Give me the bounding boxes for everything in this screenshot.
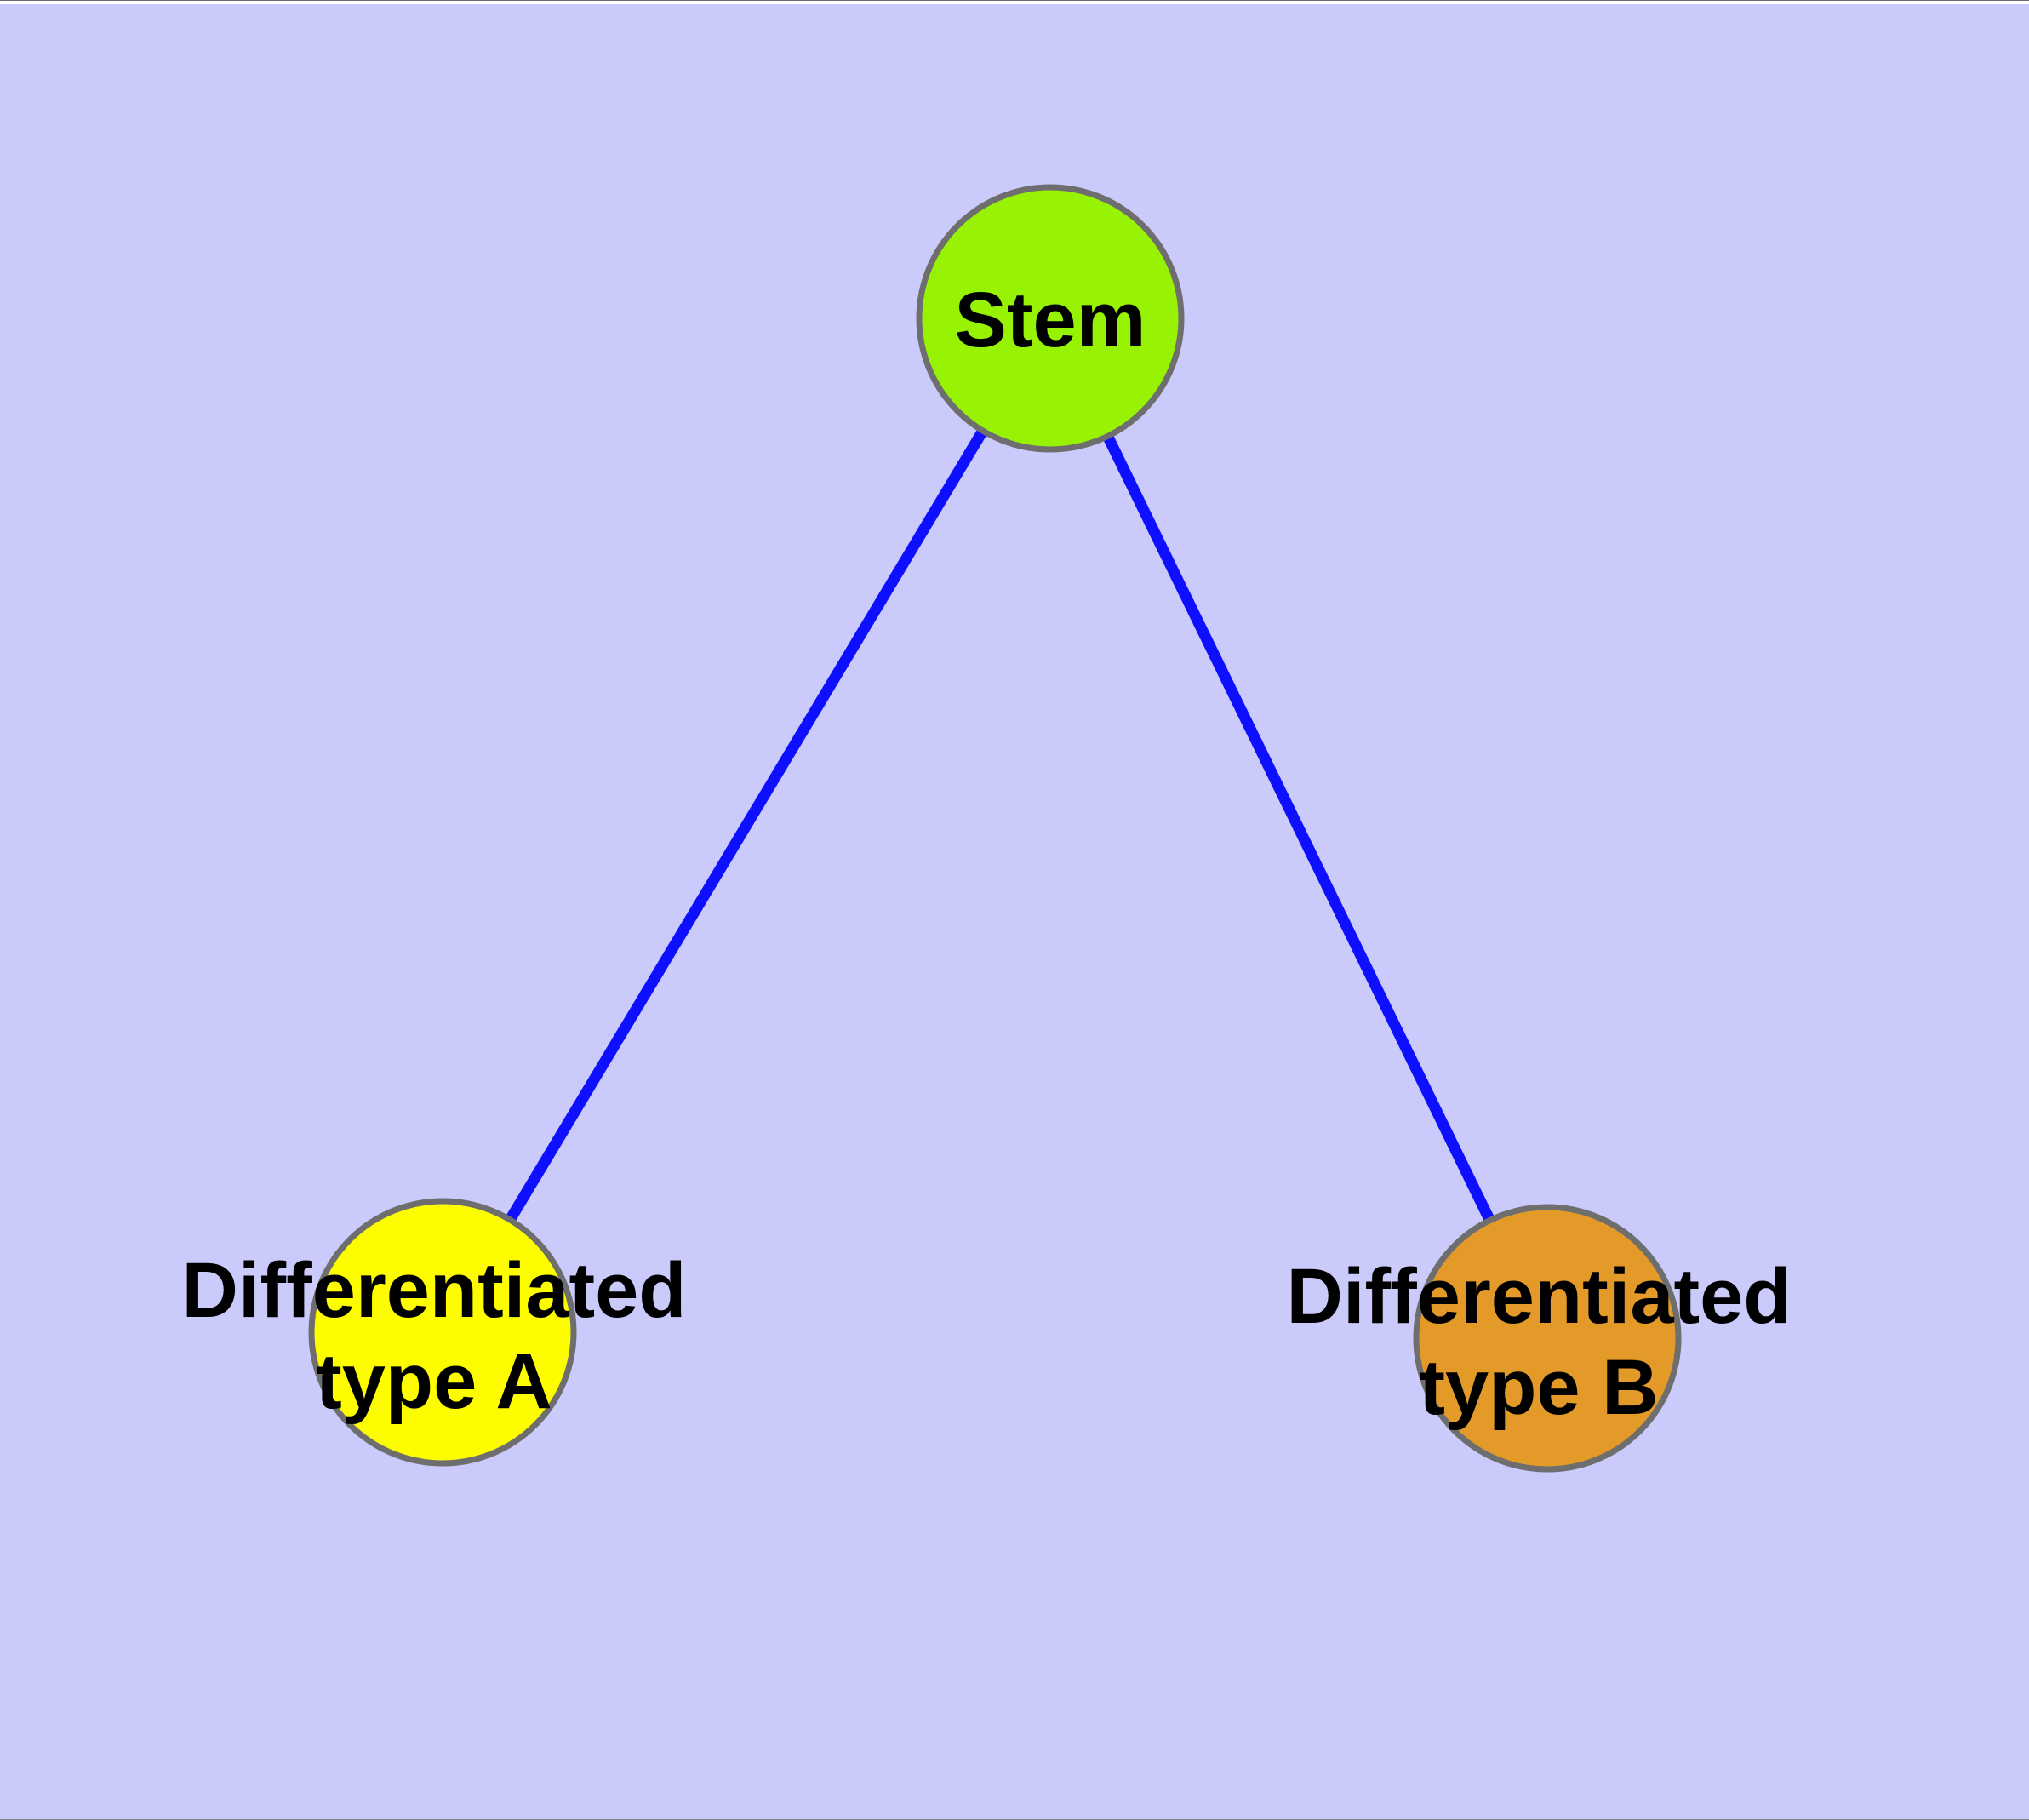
stem-node-circle <box>916 184 1185 453</box>
edge-stem-to-type-b <box>1045 316 1552 1341</box>
type-a-node-label-line1: Differentiated <box>182 1247 687 1334</box>
frame-top-highlight <box>0 1 2029 4</box>
frame-top-line <box>0 0 2029 1</box>
type-b-node-label-line2: type B <box>1419 1344 1658 1431</box>
edge-stem-to-type-a <box>437 315 1055 1336</box>
node-differentiated-type-b: Differentiated type B <box>1287 1204 1792 1473</box>
stem-node-label: Stem <box>955 277 1146 363</box>
node-stem: Stem <box>916 184 1185 453</box>
type-b-node-label-line1: Differentiated <box>1287 1253 1792 1340</box>
type-a-node-label-line2: type A <box>316 1338 552 1425</box>
type-b-node-circle <box>1413 1204 1682 1473</box>
type-a-node-circle <box>308 1198 577 1467</box>
node-differentiated-type-a: Differentiated type A <box>182 1198 687 1467</box>
